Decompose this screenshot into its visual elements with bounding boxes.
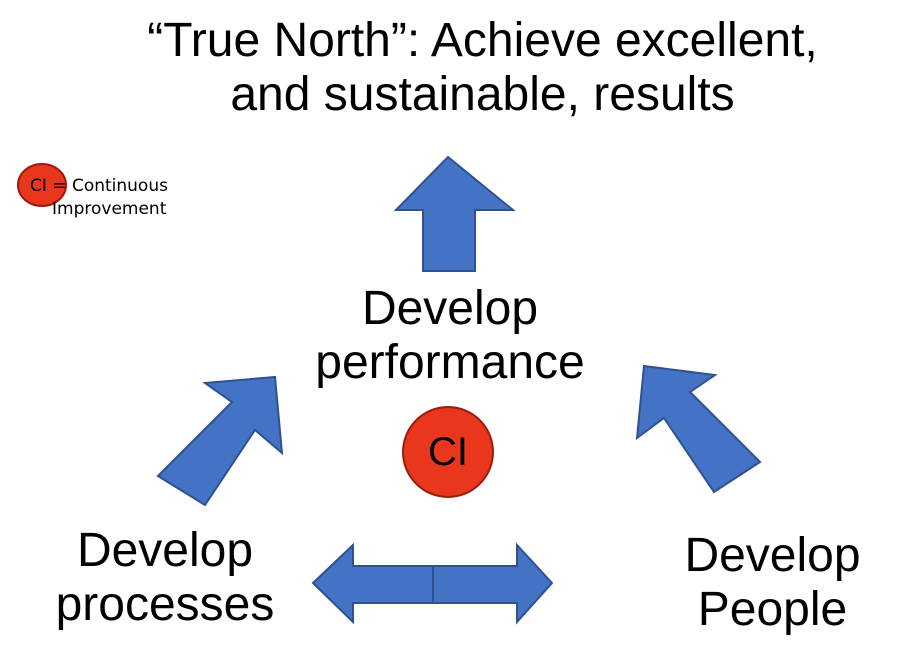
arrow-up-to-results (393, 155, 516, 272)
node-people-line-2: People (697, 583, 848, 637)
node-processes-line-1: Develop (76, 524, 254, 577)
ci-badge-label: CI (428, 430, 468, 474)
legend-definition-line-2: Improvement (52, 198, 167, 219)
node-develop-processes: Develop processes (5, 524, 325, 632)
node-performance-line-1: Develop (361, 282, 539, 335)
diagram-title: “True North”: Achieve excellent, and sus… (60, 14, 900, 122)
node-people-line-1: Develop (684, 529, 861, 582)
node-performance-line-2: performance (315, 336, 585, 390)
legend-ci-ellipse (17, 163, 67, 207)
node-develop-people: Develop People (640, 529, 900, 637)
legend-definition-line-1: = Continuous (52, 176, 168, 196)
node-develop-performance: Develop performance (240, 282, 660, 390)
ci-circle (402, 406, 494, 498)
arrow-people-to-performance (635, 364, 762, 494)
title-line-1: “True North”: Achieve excellent, (147, 14, 818, 67)
node-processes-line-2: processes (55, 578, 275, 632)
legend: CI = Continuous Improvement (30, 175, 168, 221)
legend-abbr: CI (30, 176, 47, 196)
arrow-processes-to-performance (156, 375, 284, 507)
title-line-2: and sustainable, results (230, 68, 735, 122)
